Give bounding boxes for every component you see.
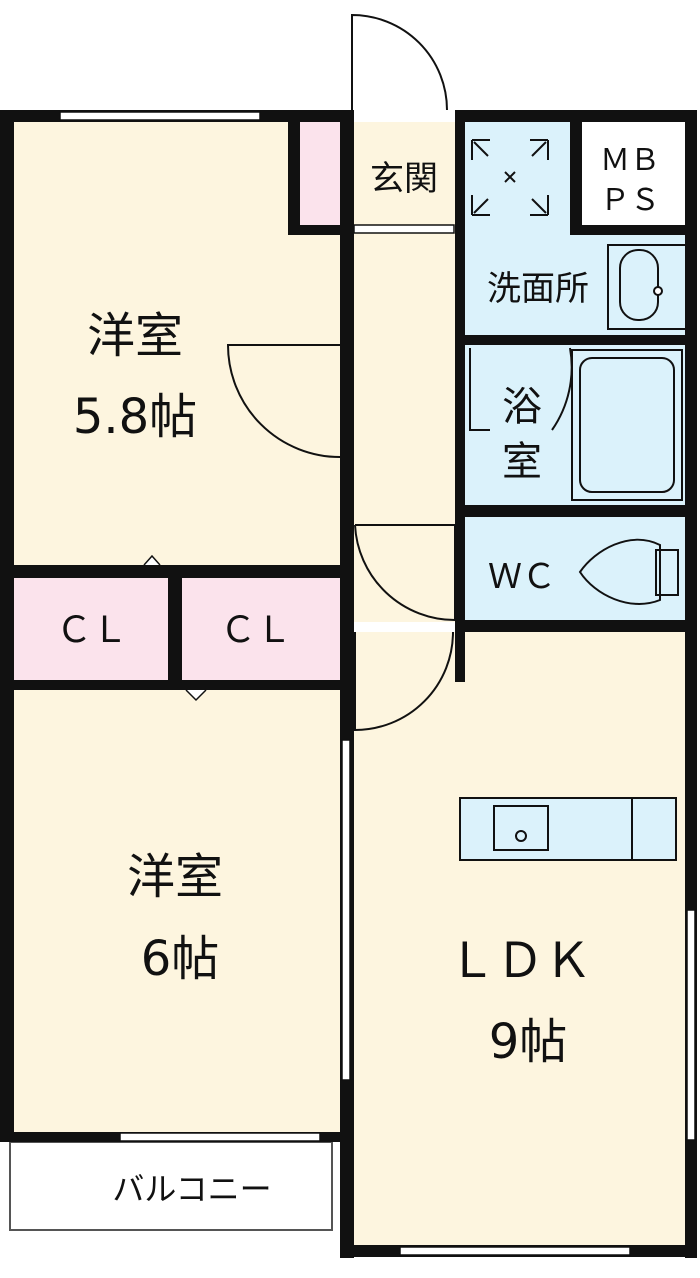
entrance-step bbox=[353, 224, 455, 234]
toilet-icon bbox=[578, 538, 679, 605]
shoe-storage bbox=[300, 122, 342, 225]
bath-label-1: 浴 bbox=[502, 384, 542, 430]
mbps-label-2: ＰＳ bbox=[600, 183, 660, 218]
toilet-door[interactable] bbox=[354, 524, 456, 622]
window-ldk-bottom bbox=[399, 1246, 631, 1256]
closet-1 bbox=[14, 578, 168, 680]
room1-door[interactable] bbox=[226, 344, 341, 458]
room1-size: 5.8帖 bbox=[73, 389, 197, 445]
entrance-label: 玄関 bbox=[370, 159, 438, 199]
washing-machine-space bbox=[471, 139, 549, 216]
western-room-2-floor bbox=[14, 690, 342, 1132]
kitchen-counter bbox=[459, 797, 677, 861]
bath-label-2: 室 bbox=[502, 439, 542, 485]
balcony-label: バルコニー bbox=[112, 1170, 271, 1208]
sliding-door-room2 bbox=[341, 739, 351, 1081]
closet-door-marks bbox=[143, 554, 207, 702]
entrance-hall-floor bbox=[352, 122, 456, 622]
ldk-floor bbox=[352, 632, 686, 1246]
washroom-label: 洗面所 bbox=[487, 269, 589, 309]
window-room2 bbox=[119, 1132, 321, 1142]
ldk-size: 9帖 bbox=[489, 1014, 568, 1070]
sink-icon bbox=[607, 244, 687, 330]
room1-name: 洋室 bbox=[87, 308, 183, 364]
ldk-name: ＬＤＫ bbox=[448, 933, 592, 989]
wc-label: ＷＣ bbox=[488, 557, 556, 597]
window-ldk-right bbox=[686, 909, 696, 1141]
bathtub-icon bbox=[571, 349, 683, 501]
entrance-door[interactable] bbox=[351, 13, 448, 111]
ldk-door[interactable] bbox=[354, 631, 454, 732]
mbps-area bbox=[580, 122, 686, 227]
room2-name: 洋室 bbox=[127, 849, 223, 905]
balcony bbox=[9, 1141, 333, 1231]
room2-size: 6帖 bbox=[141, 931, 220, 987]
closet2-label: ＣＬ bbox=[220, 610, 292, 651]
window-room1 bbox=[59, 111, 261, 121]
closet1-label: ＣＬ bbox=[56, 610, 128, 651]
closet-2 bbox=[182, 578, 342, 680]
mbps-label-1: ＭＢ bbox=[600, 143, 660, 178]
